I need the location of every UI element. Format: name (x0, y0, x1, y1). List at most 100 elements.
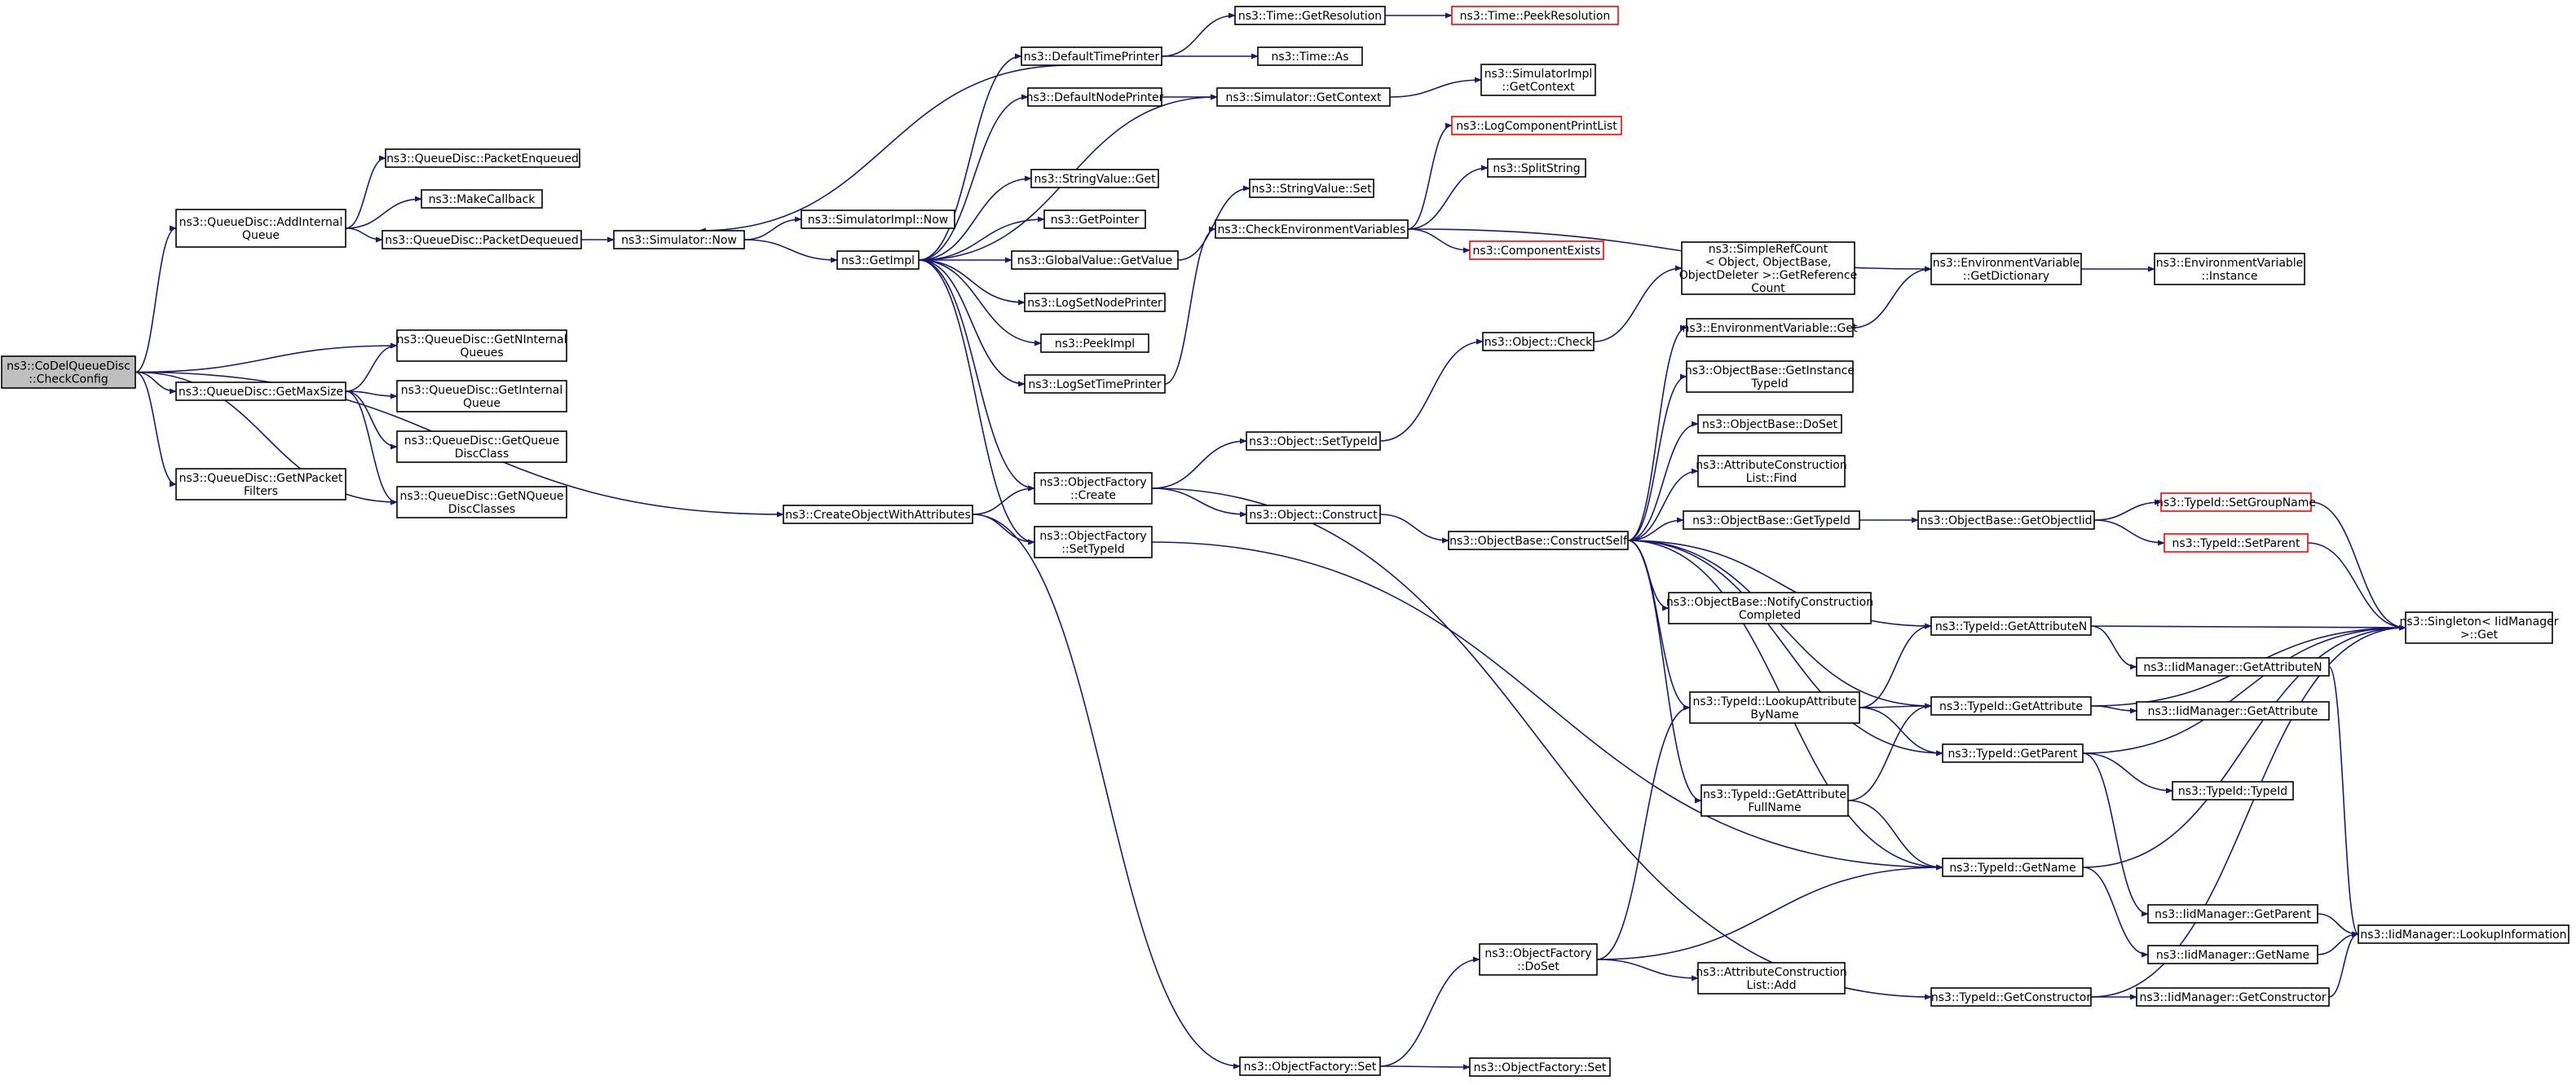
node-obgetoid[interactable]: ns3::ObjectBase::GetObjectIid (1917, 510, 2095, 530)
node-pktenq[interactable]: ns3::QueueDisc::PacketEnqueued (385, 148, 580, 168)
node-tidgetname[interactable]: ns3::TypeId::GetName (1942, 858, 2084, 877)
node-simgetctx[interactable]: ns3::Simulator::GetContext (1216, 87, 1391, 107)
node-box (1686, 318, 1854, 337)
node-label: ns3::SimpleRefCount (1709, 243, 1828, 256)
node-gvget[interactable]: ns3::GlobalValue::GetValue (1011, 250, 1179, 270)
edge-simnow-to-simimplnow (743, 216, 802, 240)
node-objsettid[interactable]: ns3::Object::SetTypeId (1246, 431, 1381, 451)
node-box (421, 189, 543, 209)
node-simimplctx[interactable]: ns3::SimulatorImpl::GetContext (1480, 64, 1596, 96)
node-ofset1[interactable]: ns3::ObjectFactory::Set (1239, 1056, 1381, 1076)
edge-line (1847, 703, 1932, 801)
edge-createobj-to-ofcreate (972, 485, 1035, 515)
edge-line (1596, 864, 1943, 960)
node-logcpl[interactable]: ns3::LogComponentPrintList (1451, 116, 1622, 135)
node-tidgetctor[interactable]: ns3::TypeId::GetConstructor (1930, 987, 2092, 1007)
node-box (1034, 472, 1153, 505)
node-timegetres[interactable]: ns3::Time::GetResolution (1234, 6, 1386, 25)
node-logsettp[interactable]: ns3::LogSetTimePrinter (1024, 374, 1166, 394)
node-timepeek[interactable]: ns3::Time::PeekResolution (1451, 6, 1619, 25)
edge-gvget-to-strset (1177, 185, 1251, 261)
node-peekimpl[interactable]: ns3::PeekImpl (1040, 333, 1149, 353)
node-label: ns3::SimulatorImpl::Now (808, 214, 949, 227)
node-ofdoset[interactable]: ns3::ObjectFactory::DoSet (1479, 943, 1598, 976)
node-label: ns3::Time::GetResolution (1238, 10, 1382, 23)
node-pktdeq[interactable]: ns3::QueueDisc::PacketDequeued (382, 230, 582, 249)
node-obnotify[interactable]: ns3::ObjectBase::NotifyConstructionCompl… (1666, 592, 1873, 624)
node-imlookup[interactable]: ns3::IidManager::LookupInformation (2358, 924, 2569, 944)
node-root[interactable]: ns3::CoDelQueueDisc::CheckConfig (1, 355, 136, 389)
node-simnow[interactable]: ns3::Simulator::Now (613, 230, 745, 249)
node-strset[interactable]: ns3::StringValue::Set (1249, 179, 1374, 198)
node-objcheck[interactable]: ns3::Object::Check (1482, 332, 1595, 351)
node-imgetattr[interactable]: ns3::IidManager::GetAttribute (2136, 701, 2330, 721)
node-tidsetparent[interactable]: ns3::TypeId::SetParent (2164, 533, 2309, 553)
node-box (1482, 332, 1595, 351)
edge-line (2310, 501, 2406, 631)
node-obconstself[interactable]: ns3::ObjectBase::ConstructSelf (1448, 531, 1629, 550)
node-envget[interactable]: ns3::EnvironmentVariable::Get (1683, 318, 1858, 337)
node-makecb[interactable]: ns3::MakeCallback (421, 189, 543, 209)
node-box (2405, 611, 2553, 644)
node-ofset2[interactable]: ns3::ObjectFactory::Set (1469, 1057, 1611, 1077)
node-strget[interactable]: ns3::StringValue::Get (1030, 169, 1159, 188)
node-label: ns3::Time::PeekResolution (1460, 10, 1611, 23)
node-getimpl[interactable]: ns3::GetImpl (836, 250, 920, 270)
node-label: ::CheckConfig (29, 373, 108, 386)
node-tidgetattr[interactable]: ns3::TypeId::GetAttribute (1930, 696, 2092, 716)
node-tidsetgroup[interactable]: ns3::TypeId::SetGroupName (2156, 492, 2316, 512)
node-obdoset[interactable]: ns3::ObjectBase::DoSet (1697, 414, 1842, 434)
node-tidgetattrn[interactable]: ns3::TypeId::GetAttributeN (1930, 616, 2092, 636)
node-tidtypeid[interactable]: ns3::TypeId::TypeId (2172, 781, 2294, 801)
edge-getimpl-to-logsettp (918, 259, 1026, 387)
node-singleton[interactable]: ns3::Singleton< IidManager>::Get (2400, 611, 2559, 644)
node-box (1479, 943, 1598, 976)
node-ofcreate[interactable]: ns3::ObjectFactory::Create (1034, 472, 1153, 505)
node-obgettid[interactable]: ns3::ObjectBase::GetTypeId (1683, 510, 1860, 530)
node-simimplnow[interactable]: ns3::SimulatorImpl::Now (801, 210, 955, 229)
node-chkenv[interactable]: ns3::CheckEnvironmentVariables (1215, 219, 1409, 239)
node-tidgetparent[interactable]: ns3::TypeId::GetParent (1942, 743, 2084, 763)
node-envgetdict[interactable]: ns3::EnvironmentVariable::GetDictionary (1930, 253, 2082, 285)
node-timeas[interactable]: ns3::Time::As (1257, 46, 1363, 66)
node-defnp[interactable]: ns3::DefaultNodePrinter (1026, 87, 1164, 107)
node-objconstruct[interactable]: ns3::Object::Construct (1246, 505, 1381, 524)
node-imgetctor[interactable]: ns3::IidManager::GetConstructor (2136, 987, 2330, 1007)
edge-ofset1-to-ofset2 (1379, 1064, 1471, 1070)
edge-line (2082, 867, 2149, 958)
node-compexists[interactable]: ns3::ComponentExists (1469, 240, 1604, 260)
node-box (1469, 1057, 1611, 1077)
node-getmax[interactable]: ns3::QueueDisc::GetMaxSize (175, 382, 346, 401)
node-box (396, 329, 567, 362)
node-ofsettid[interactable]: ns3::ObjectFactory::SetTypeId (1034, 526, 1153, 558)
node-deftp[interactable]: ns3::DefaultTimePrinter (1021, 46, 1162, 66)
node-box (1257, 46, 1363, 66)
node-splitstr[interactable]: ns3::SplitString (1487, 158, 1586, 178)
node-logsetnp[interactable]: ns3::LogSetNodePrinter (1024, 293, 1166, 312)
node-label: ns3::ObjectBase::GetTypeId (1692, 514, 1850, 527)
node-imgetname[interactable]: ns3::IidManager::GetName (2147, 945, 2318, 964)
edge-line (918, 259, 1042, 346)
edge-tidlookup-to-tidgetattr (1859, 703, 1932, 709)
node-imgetparent[interactable]: ns3::IidManager::GetParent (2147, 904, 2318, 924)
node-label: ObjectDeleter >::GetReference (1679, 269, 1857, 282)
node-imgetattrn[interactable]: ns3::IidManager::GetAttributeN (2136, 657, 2330, 677)
node-createobj[interactable]: ns3::CreateObjectWithAttributes (783, 505, 973, 524)
node-envinst[interactable]: ns3::EnvironmentVariable::Instance (2154, 253, 2305, 285)
node-box (396, 486, 567, 518)
node-simpleref[interactable]: ns3::SimpleRefCount< Object, ObjectBase,… (1679, 241, 1857, 295)
node-label: ns3::ObjectBase::GetObjectIid (1920, 514, 2092, 527)
node-label: ns3::Object::SetTypeId (1249, 435, 1378, 448)
node-getptr[interactable]: ns3::GetPointer (1043, 210, 1146, 229)
